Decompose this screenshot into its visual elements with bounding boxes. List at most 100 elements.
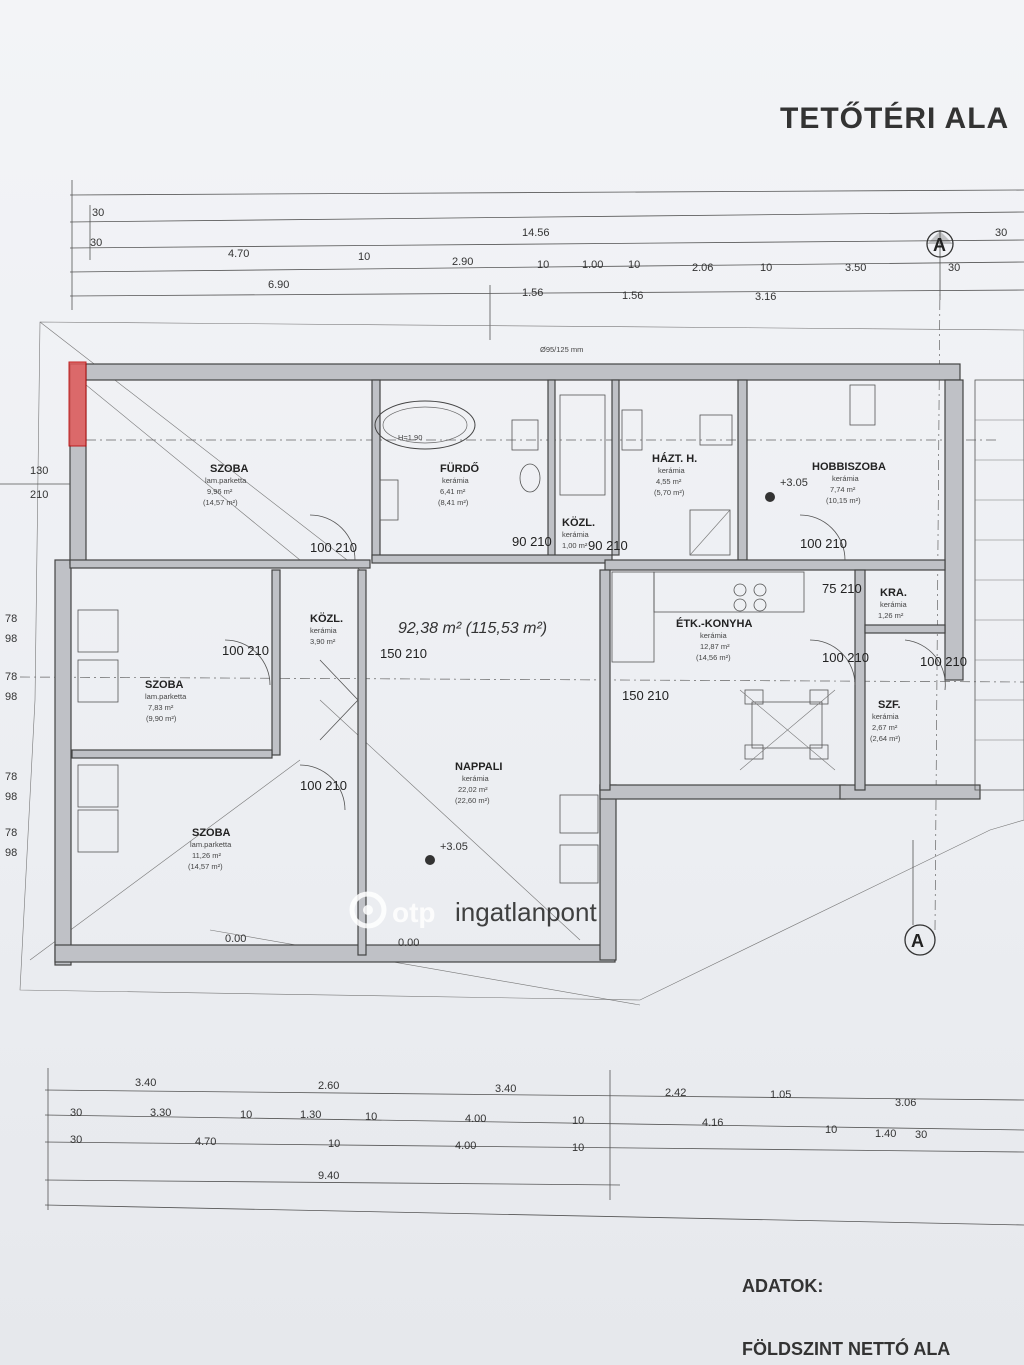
- svg-text:98: 98: [5, 847, 17, 859]
- bdim-r2-5: 4.00: [465, 1113, 486, 1125]
- room-szf: SZF. kerámia 2,67 m² (2,64 m²): [870, 699, 901, 743]
- level-markers: +3.05 +3.05 0.00 0.00: [225, 477, 808, 949]
- door-swings: [224, 514, 946, 811]
- section-marker-label-top: A: [933, 235, 946, 255]
- dim-row2-3: 2.90: [452, 256, 473, 268]
- room-szoba-1: SZOBA lam.parketta 9,96 m² (14,57 m²): [203, 463, 249, 507]
- radiators-left: [77, 609, 599, 884]
- dining-table: [739, 689, 836, 771]
- svg-text:lam.parketta: lam.parketta: [190, 840, 232, 849]
- boiler: [689, 509, 731, 556]
- bdim-r1-4: 1.05: [770, 1089, 791, 1101]
- svg-text:KRA.: KRA.: [880, 587, 907, 599]
- dim-row3-1: 1.56: [522, 287, 543, 299]
- svg-text:150 210: 150 210: [622, 688, 669, 703]
- svg-text:2,67 m²: 2,67 m²: [872, 723, 898, 732]
- svg-text:HÁZT. H.: HÁZT. H.: [652, 452, 697, 465]
- bathtub: H=1.90: [374, 400, 476, 450]
- kitchen-counter: [611, 571, 805, 663]
- side-dimensions: 130 210 78 98 78 98 78 98 78 98: [0, 465, 70, 859]
- svg-text:kerámia: kerámia: [872, 712, 900, 721]
- svg-text:kerámia: kerámia: [832, 474, 860, 483]
- radiator-hobby: [849, 384, 876, 426]
- bdim-r3-1: 4.70: [195, 1136, 216, 1148]
- svg-text:100 210: 100 210: [310, 540, 357, 555]
- top-dimension-lines: [69, 180, 1024, 340]
- dim-top-3: 30: [995, 227, 1007, 239]
- svg-text:kerámia: kerámia: [880, 600, 908, 609]
- svg-text:90 210: 90 210: [512, 534, 552, 549]
- svg-text:78: 78: [5, 827, 17, 839]
- dim-top-1: 30: [92, 207, 104, 219]
- svg-text:KÖZL.: KÖZL.: [310, 612, 343, 625]
- door-labels: 100 210 90 210 90 210 100 210 100 210 15…: [222, 534, 967, 793]
- dim-row2-8: 10: [760, 262, 772, 274]
- dim-row2-0: 30: [90, 237, 102, 249]
- bdim-r3-2: 10: [328, 1138, 340, 1150]
- svg-text:(14,57 m²): (14,57 m²): [188, 862, 223, 871]
- svg-text:98: 98: [5, 691, 17, 703]
- notes-foldszint: FÖLDSZINT NETTÓ ALA: [742, 1338, 950, 1359]
- svg-text:kerámia: kerámia: [700, 631, 728, 640]
- plan-title: TETŐTÉRI ALA: [780, 101, 1009, 135]
- notes-heading: ADATOK:: [742, 1276, 823, 1296]
- bdim-r1-2: 3.40: [495, 1083, 516, 1095]
- svg-text:0.00: 0.00: [398, 937, 419, 949]
- bdim-r1-5: 3.06: [895, 1097, 916, 1109]
- watermark-logo: otp ingatlanpont: [349, 891, 597, 929]
- wc-small: [621, 409, 643, 451]
- svg-text:(22,60 m²): (22,60 m²): [455, 796, 490, 805]
- svg-text:75 210: 75 210: [822, 581, 862, 596]
- bdim-r2-2: 10: [240, 1109, 252, 1121]
- svg-text:11,26 m²: 11,26 m²: [192, 851, 222, 860]
- section-marker-bottom: A: [904, 840, 936, 956]
- svg-text:78: 78: [5, 613, 17, 625]
- section-marker-top: A: [926, 230, 954, 258]
- section-marker-label-bottom: A: [911, 931, 924, 951]
- dim-row2-4: 10: [537, 259, 549, 271]
- tub-label: H=1.90: [398, 433, 422, 442]
- room-szoba-3: SZOBA lam.parketta 11,26 m² (14,57 m²): [188, 827, 232, 871]
- axis-line-vertical: [934, 279, 941, 931]
- dim-row2-5: 1.00: [582, 259, 603, 271]
- svg-text:90 210: 90 210: [588, 538, 628, 553]
- svg-text:(9,90 m²): (9,90 m²): [146, 714, 177, 723]
- bdim-r2-1: 3.30: [150, 1107, 171, 1119]
- bdim-r2-8: 10: [825, 1124, 837, 1136]
- dim-row2-10: 30: [948, 262, 960, 274]
- svg-text:3,90 m²: 3,90 m²: [310, 637, 336, 646]
- room-etk-konyha: ÉTK.-KONYHA kerámia 12,87 m² (14,56 m²): [676, 617, 752, 662]
- svg-text:100 210: 100 210: [800, 536, 847, 551]
- watermark-brand: otp: [392, 897, 436, 928]
- svg-text:7,83 m²: 7,83 m²: [148, 703, 174, 712]
- svg-text:100 210: 100 210: [300, 778, 347, 793]
- highlighted-wall-segment: [68, 361, 87, 447]
- svg-text:12,87 m²: 12,87 m²: [700, 642, 730, 651]
- room-szoba-2: SZOBA lam.parketta 7,83 m² (9,90 m²): [145, 679, 187, 723]
- watermark-text: ingatlanpont: [455, 897, 597, 927]
- vent-label: Ø95/125 mm: [540, 345, 583, 354]
- svg-text:(10,15 m²): (10,15 m²): [826, 496, 861, 505]
- bdim-r2-3: 1.30: [300, 1109, 321, 1121]
- axis-line-horizontal: [19, 676, 1024, 683]
- svg-text:98: 98: [5, 791, 17, 803]
- svg-text:98: 98: [5, 633, 17, 645]
- svg-text:SZF.: SZF.: [878, 699, 901, 711]
- total-area: 92,38 m² (115,53 m²): [398, 620, 547, 637]
- svg-text:0.00: 0.00: [225, 933, 246, 945]
- toilet: [511, 419, 539, 451]
- svg-text:SZOBA: SZOBA: [145, 679, 184, 691]
- svg-text:4,55 m²: 4,55 m²: [656, 477, 682, 486]
- svg-text:78: 78: [5, 771, 17, 783]
- svg-text:kerámia: kerámia: [562, 530, 590, 539]
- dim-top-2: 14.56: [522, 227, 550, 239]
- svg-text:1,00 m²: 1,00 m²: [562, 541, 588, 550]
- svg-text:(8,41 m²): (8,41 m²): [438, 498, 469, 507]
- room-kozl-1: KÖZL. kerámia 1,00 m²: [562, 516, 595, 550]
- svg-text:22,02 m²: 22,02 m²: [458, 785, 488, 794]
- svg-text:SZOBA: SZOBA: [210, 463, 249, 475]
- svg-text:SZOBA: SZOBA: [192, 827, 231, 839]
- dim-row3-2: 1.56: [622, 290, 643, 302]
